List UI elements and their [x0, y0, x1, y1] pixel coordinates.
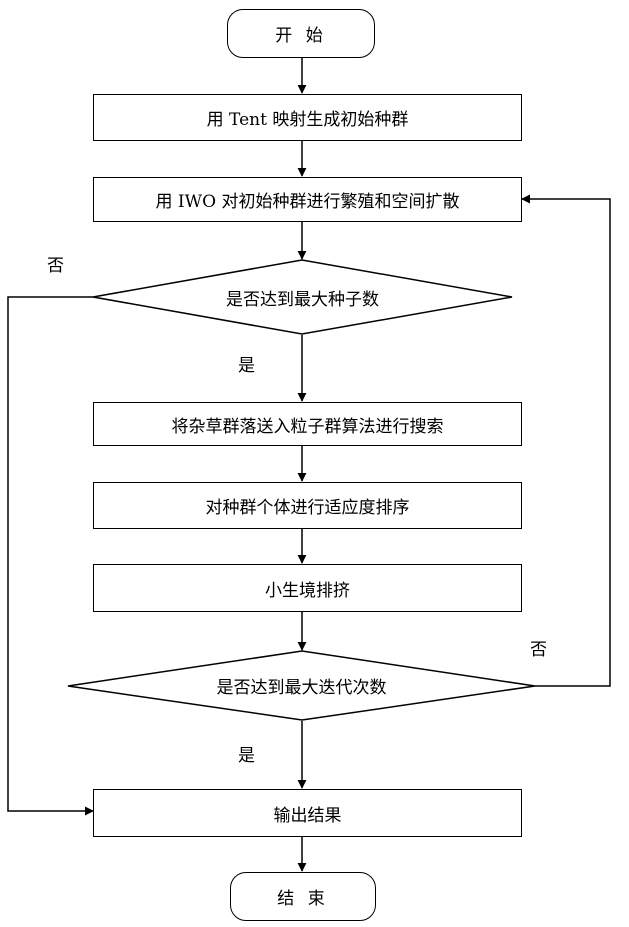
- niche-crowding-label: 小生境排挤: [265, 580, 350, 601]
- seeds-check-diamond: [92, 259, 513, 335]
- iter-yes-label: 是: [238, 746, 255, 766]
- niche-crowding-box: 小生境排挤: [93, 564, 522, 612]
- seeds-check-text: 是否达到最大种子数: [93, 260, 512, 334]
- iwo-step-box: 用 IWO 对初始种群进行繁殖和空间扩散: [93, 177, 522, 222]
- output-result-label: 输出结果: [273, 805, 342, 826]
- iter-check-label: 是否达到最大迭代次数: [216, 678, 387, 698]
- seeds-check-label: 是否达到最大种子数: [226, 289, 379, 310]
- init-population-box: 用 Tent 映射生成初始种群: [93, 94, 522, 141]
- seeds-yes-label: 是: [238, 356, 255, 376]
- connector-iter-no-loop-back: [521, 194, 611, 687]
- init-population-label: 用 Tent 映射生成初始种群: [206, 110, 409, 130]
- fitness-sort-label: 对种群个体进行适应度排序: [205, 498, 410, 518]
- end-label: 结 束: [277, 889, 329, 909]
- start-terminal: 开 始: [227, 9, 375, 58]
- seeds-no-label: 否: [47, 256, 64, 276]
- output-result-box: 输出结果: [93, 789, 522, 837]
- iter-check-text: 是否达到最大迭代次数: [68, 651, 535, 720]
- pso-search-box: 将杂草群落送入粒子群算法进行搜索: [93, 402, 522, 446]
- iter-no-label: 否: [530, 640, 547, 660]
- iter-check-diamond: [67, 650, 536, 721]
- fitness-sort-box: 对种群个体进行适应度排序: [93, 482, 522, 529]
- start-label: 开 始: [275, 26, 327, 46]
- connector-seeds-no-to-output: [7, 296, 94, 816]
- pso-search-label: 将杂草群落送入粒子群算法进行搜索: [171, 416, 444, 437]
- end-terminal: 结 束: [230, 872, 376, 921]
- iwo-step-label: 用 IWO 对初始种群进行繁殖和空间扩散: [155, 192, 460, 212]
